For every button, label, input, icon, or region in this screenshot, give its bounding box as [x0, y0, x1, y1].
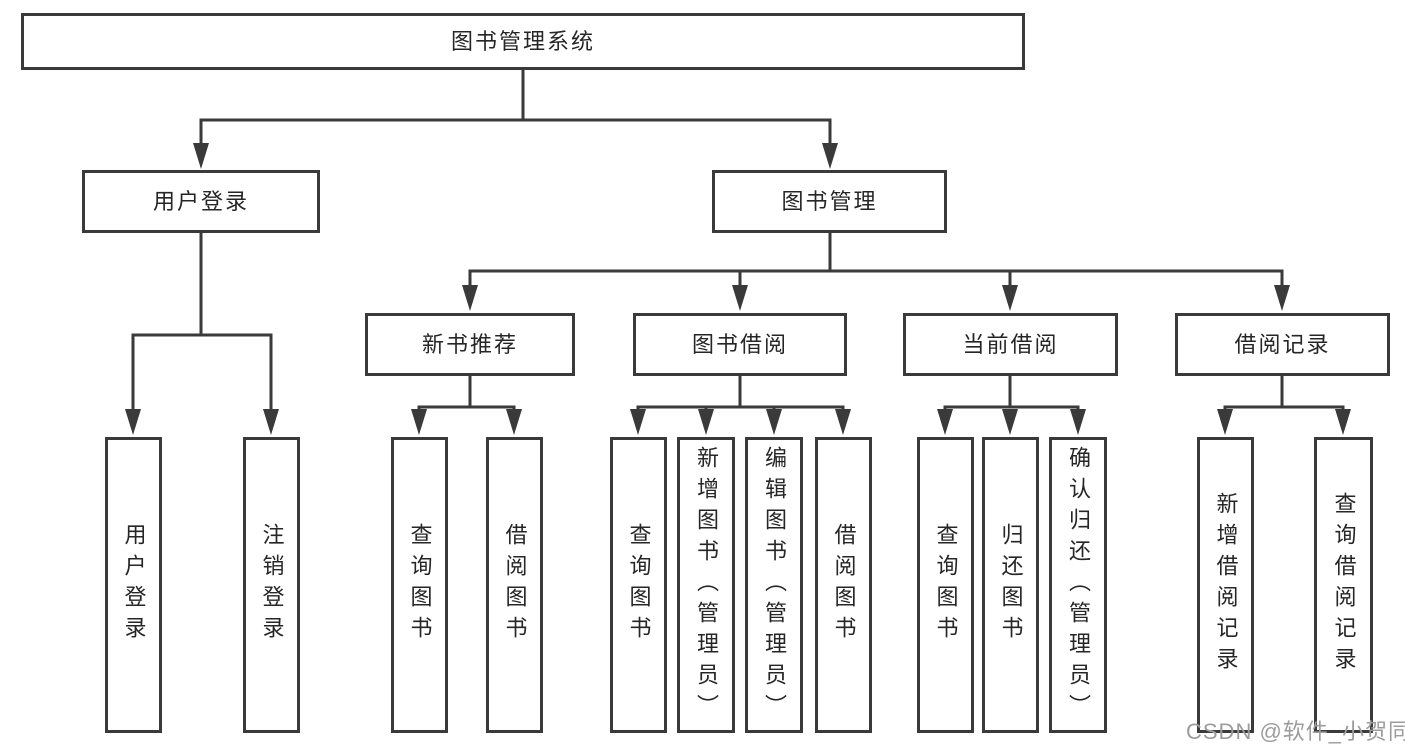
- node-book-borrowing: 图书借阅: [633, 313, 847, 376]
- node-label: 查询图书: [407, 523, 433, 647]
- node-leaf-query-books: 查询图书: [917, 437, 974, 733]
- node-label: 借阅图书: [502, 523, 528, 647]
- node-label: 归还图书: [998, 523, 1024, 647]
- node-label: 图书借阅: [691, 331, 788, 357]
- node-label: 查询图书: [933, 523, 959, 647]
- node-leaf-add-borrow-record: 新增借阅记录: [1197, 437, 1254, 733]
- node-label: 查询图书: [626, 523, 652, 647]
- node-leaf-logout: 注销登录: [243, 437, 300, 733]
- node-new-book-recommend: 新书推荐: [365, 313, 575, 376]
- node-book-management: 图书管理: [712, 170, 947, 233]
- node-label: 新增图书（管理员）: [694, 445, 719, 725]
- node-leaf-edit-books-admin: 编辑图书（管理员）: [745, 437, 803, 733]
- node-label: 用户登录: [121, 523, 147, 647]
- node-leaf-query-books: 查询图书: [391, 437, 448, 733]
- node-label: 借阅图书: [831, 523, 857, 647]
- node-leaf-return-books: 归还图书: [982, 437, 1039, 733]
- node-leaf-confirm-return-admin: 确认归还（管理员）: [1049, 437, 1107, 733]
- node-label: 用户登录: [152, 188, 249, 214]
- node-label: 新书推荐: [421, 331, 518, 357]
- watermark: CSDN @软件_小贺同学: [1186, 719, 1405, 744]
- node-leaf-borrow-books: 借阅图书: [486, 437, 543, 733]
- node-label: 编辑图书（管理员）: [762, 445, 787, 725]
- node-leaf-add-books-admin: 新增图书（管理员）: [677, 437, 735, 733]
- node-leaf-user-login: 用户登录: [105, 437, 162, 733]
- node-label: 确认归还（管理员）: [1066, 445, 1091, 725]
- node-leaf-query-books: 查询图书: [610, 437, 667, 733]
- node-label: 当前借阅: [962, 331, 1059, 357]
- node-leaf-query-borrow-record: 查询借阅记录: [1314, 437, 1373, 733]
- node-leaf-borrow-books: 借阅图书: [815, 437, 872, 733]
- node-label: 图书管理系统: [450, 28, 595, 54]
- node-label: 新增借阅记录: [1213, 492, 1239, 678]
- node-label: 图书管理: [781, 188, 878, 214]
- node-label: 借阅记录: [1234, 331, 1331, 357]
- node-label: 注销登录: [259, 523, 285, 647]
- node-root-system: 图书管理系统: [21, 13, 1025, 70]
- node-borrow-records: 借阅记录: [1175, 313, 1390, 376]
- node-current-borrowing: 当前借阅: [903, 313, 1118, 376]
- node-user-login: 用户登录: [82, 170, 320, 233]
- node-label: 查询借阅记录: [1331, 492, 1357, 678]
